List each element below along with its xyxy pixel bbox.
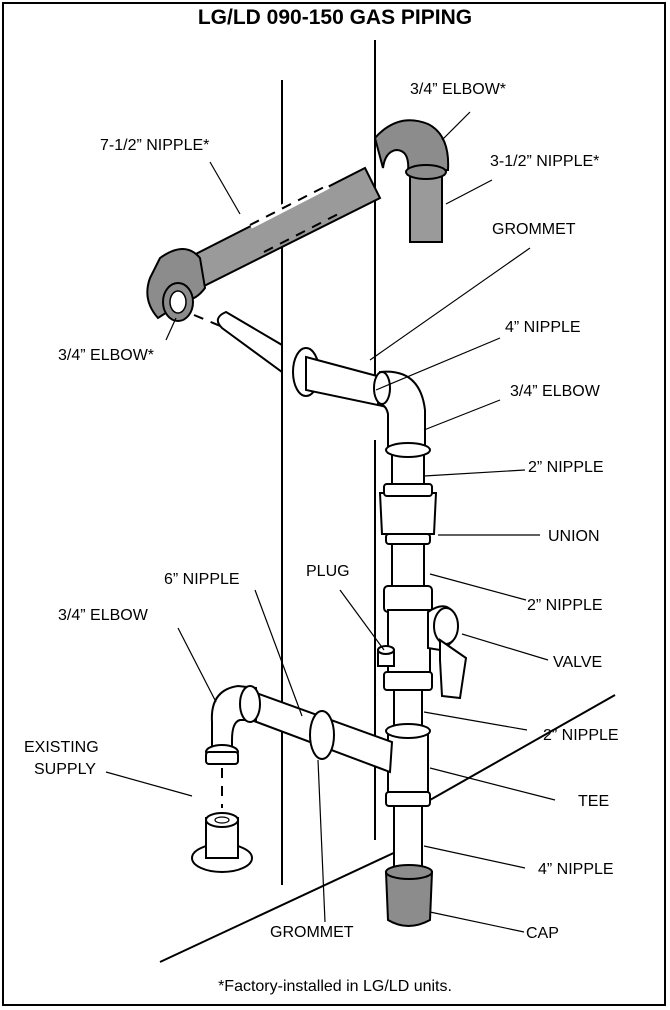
supply-side-piping xyxy=(191,684,394,873)
grommet-bottom xyxy=(309,710,335,760)
nipple-2b-pipe xyxy=(391,543,425,587)
diagram-title: LG/LD 090-150 GAS PIPING xyxy=(197,6,473,29)
cap-fitting xyxy=(384,871,434,927)
label-nipple-7-5: 7-1/2” NIPPLE* xyxy=(100,137,209,154)
label-tee: TEE xyxy=(578,793,609,810)
nipple-4-bottom-pipe xyxy=(393,805,423,873)
upper-factory-piping xyxy=(146,119,450,374)
label-elbow-left-star: 3/4” ELBOW* xyxy=(58,347,154,364)
label-grommet-top: GROMMET xyxy=(492,221,576,238)
factory-installed-footnote: *Factory-installed in LG/LD units. xyxy=(218,978,452,995)
label-elbow-mid: 3/4” ELBOW xyxy=(510,383,601,400)
label-plug: PLUG xyxy=(306,563,350,580)
label-nipple-2c: 2” NIPPLE xyxy=(543,727,619,744)
tee-body xyxy=(387,729,429,801)
valve-hex xyxy=(383,585,433,613)
label-grommet-bottom: GROMMET xyxy=(270,924,354,941)
label-cap: CAP xyxy=(526,925,559,942)
label-nipple-4-top: 4” NIPPLE xyxy=(505,319,581,336)
label-elbow-supply: 3/4” ELBOW xyxy=(58,607,149,624)
main-gas-assembly xyxy=(292,347,468,927)
label-union: UNION xyxy=(548,528,600,545)
label-nipple-2b: 2” NIPPLE xyxy=(527,597,603,614)
callout-labels: 3/4” ELBOW* 7-1/2” NIPPLE* 3-1/2” NIPPLE… xyxy=(24,81,619,942)
nipple-3-5-pipe xyxy=(409,169,443,243)
valve-handle xyxy=(439,638,468,700)
label-nipple-4-bottom: 4” NIPPLE xyxy=(538,861,614,878)
label-existing-supply-line1: EXISTING xyxy=(24,739,99,756)
label-nipple-6: 6” NIPPLE xyxy=(164,571,240,588)
top-elbow-fitting xyxy=(373,119,450,174)
leader-lines xyxy=(105,111,556,933)
top-elbow-collar xyxy=(405,164,447,180)
nipple-7-5-pipe xyxy=(178,166,382,292)
label-valve: VALVE xyxy=(553,654,602,671)
label-nipple-2a: 2” NIPPLE xyxy=(528,459,604,476)
wall-stub-nipple xyxy=(216,310,283,374)
label-existing-supply-line2: SUPPLY xyxy=(34,761,96,778)
union-body xyxy=(378,492,438,535)
label-nipple-3-5: 3-1/2” NIPPLE* xyxy=(490,153,599,170)
label-elbow-top: 3/4” ELBOW* xyxy=(410,81,506,98)
